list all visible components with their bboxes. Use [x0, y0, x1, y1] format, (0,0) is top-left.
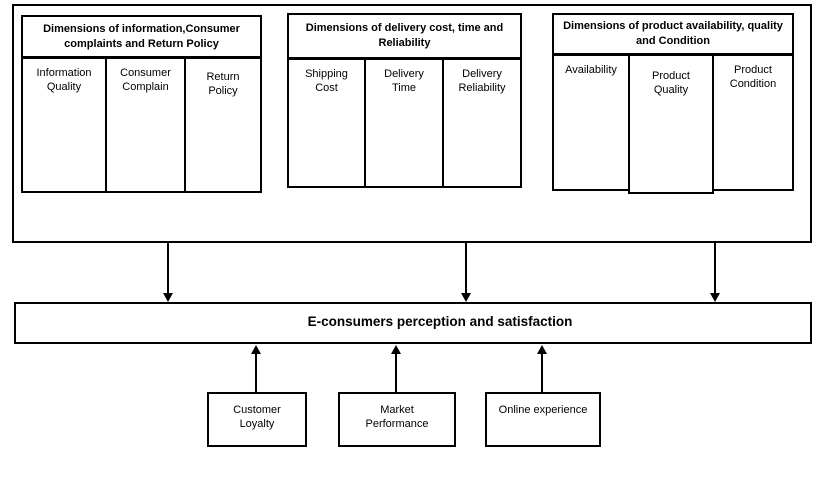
cell-delivery-reliability: Delivery Reliability	[442, 58, 522, 188]
cell-return-policy: Return Policy	[184, 57, 262, 193]
perception-satisfaction-box: E-consumers perception and satisfaction	[14, 302, 812, 344]
arrow-down-group1-icon	[163, 243, 173, 302]
cell-product-condition: Product Condition	[712, 54, 794, 191]
group-delivery-header: Dimensions of delivery cost, time and Re…	[287, 13, 522, 59]
cell-consumer-complain: Consumer Complain	[105, 57, 186, 193]
market-performance-box: Market Performance	[338, 392, 456, 447]
cell-information-quality: Information Quality	[21, 57, 107, 193]
arrow-down-group2-icon	[461, 243, 471, 302]
online-experience-box: Online experience	[485, 392, 601, 447]
cell-product-quality: Product Quality	[628, 54, 714, 194]
arrow-up-online-experience-icon	[537, 345, 547, 393]
group-product-header: Dimensions of product availability, qual…	[552, 13, 794, 55]
group-info-complaints-return-header: Dimensions of information,Consumer compl…	[21, 15, 262, 58]
arrow-down-group3-icon	[710, 243, 720, 302]
arrow-up-customer-loyalty-icon	[251, 345, 261, 393]
cell-availability: Availability	[552, 54, 630, 191]
customer-loyalty-box: Customer Loyalty	[207, 392, 307, 447]
arrow-up-market-performance-icon	[391, 345, 401, 393]
cell-shipping-cost: Shipping Cost	[287, 58, 366, 188]
cell-delivery-time: Delivery Time	[364, 58, 444, 188]
